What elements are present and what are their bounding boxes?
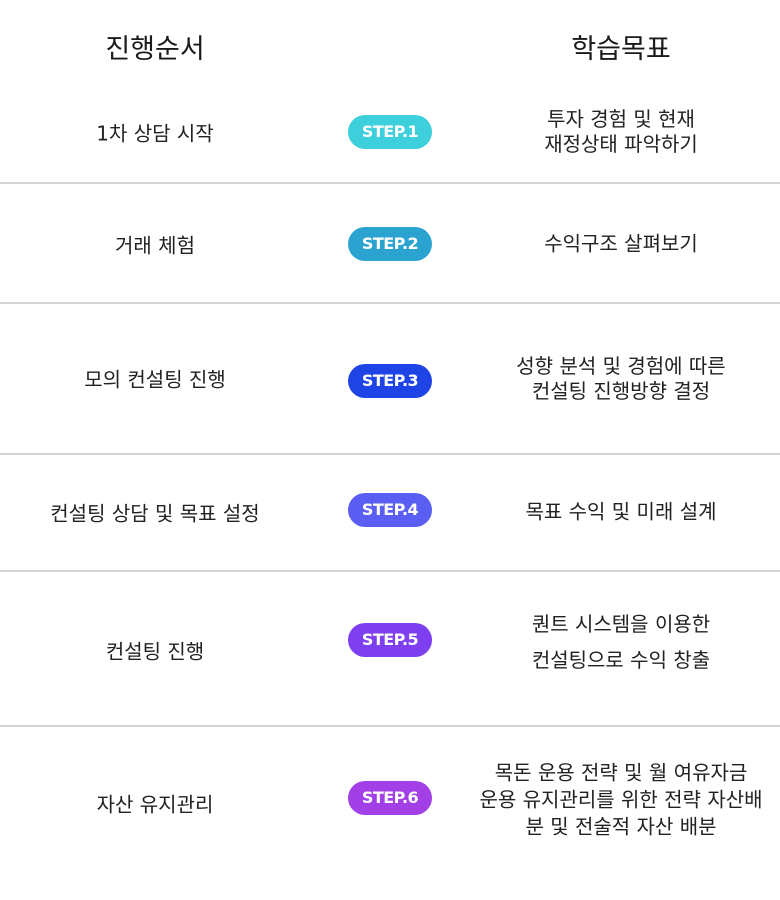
step-5-label: 컨설팅 진행 [105,639,205,664]
step-3-goal-line-2: 컨설팅 진행방향 결정 [531,379,711,403]
step-1-goal-line-2: 재정상태 파악하기 [544,132,698,156]
step-3-goal-line-1: 성향 분석 및 경험에 따른 [516,354,726,378]
step-6-badge: STEP.6 [348,781,432,815]
step-5-badge: STEP.5 [348,623,432,657]
step-6-goal-line-3: 분 및 전술적 자산 배분 [525,814,717,839]
row-divider [0,302,780,304]
step-3-label: 모의 컨설팅 진행 [84,367,226,392]
row-divider [0,453,780,455]
header-learning-goal: 학습목표 [571,34,671,65]
step-2-badge: STEP.2 [348,227,432,261]
step-6-label: 자산 유지관리 [96,792,214,817]
row-divider [0,182,780,184]
step-1-goal-line-1: 투자 경험 및 현재 [547,107,695,131]
step-1-goal: 투자 경험 및 현재 재정상태 파악하기 [462,107,780,157]
step-5-goal: 퀀트 시스템을 이용한 컨설팅으로 수익 창출 [462,606,780,678]
header-step-order: 진행순서 [105,34,205,65]
step-2-label: 거래 체험 [115,233,195,258]
row-divider [0,570,780,572]
step-5-goal-line-1: 퀀트 시스템을 이용한 [531,612,711,636]
step-6-goal-line-1: 목돈 운용 전략 및 월 여유자금 [494,760,748,785]
step-4-badge: STEP.4 [348,493,432,527]
step-2-goal-line-1: 수익구조 살펴보기 [544,231,698,256]
row-divider [0,725,780,727]
step-4-goal: 목표 수익 및 미래 설계 [462,500,780,525]
step-1-label: 1차 상담 시작 [96,121,214,146]
step-2-goal: 수익구조 살펴보기 [462,232,780,257]
step-3-goal: 성향 분석 및 경험에 따른 컨설팅 진행방향 결정 [462,354,780,404]
step-6-goal: 목돈 운용 전략 및 월 여유자금 운용 유지관리를 위한 전략 자산배 분 및… [462,760,780,841]
step-6-goal-line-2: 운용 유지관리를 위한 전략 자산배 [479,787,763,812]
step-5-goal-line-2: 컨설팅으로 수익 창출 [531,648,711,672]
step-4-label: 컨설팅 상담 및 목표 설정 [50,501,260,526]
step-3-badge: STEP.3 [348,364,432,398]
step-4-goal-line-1: 목표 수익 및 미래 설계 [525,499,717,524]
step-1-badge: STEP.1 [348,115,432,149]
